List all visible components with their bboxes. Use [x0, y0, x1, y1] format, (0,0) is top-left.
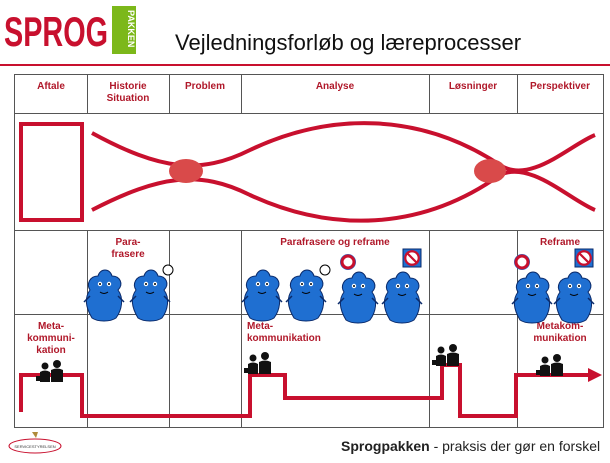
column-header-losninger: Løsninger [448, 81, 498, 92]
no-sign-icon [514, 254, 530, 270]
column-header-perspektiver: Perspektiver [529, 81, 591, 92]
people-pair-icon [432, 344, 459, 366]
figure-icon [129, 269, 171, 322]
row3-label-metakommunikation-2: Meta- kommunikation [247, 321, 321, 344]
figure-icon [553, 271, 595, 324]
no-sign-icon [340, 254, 356, 270]
arrow-head-icon [588, 368, 602, 382]
column-header-problem: Problem [184, 81, 225, 92]
row2-label-parafrasere: Para- frasere [111, 237, 145, 260]
footer-tagline: Sprogpakken - praksis der gør en forskel [341, 438, 600, 454]
column-header-analyse: Analyse [315, 81, 355, 92]
process-path [19, 363, 590, 418]
logo-brand-text: SPROG [4, 8, 108, 55]
process-table: Aftale Historie Situation Problem Analys… [14, 74, 604, 428]
aftale-box [19, 122, 84, 222]
people-pair-icon [244, 352, 271, 374]
row2-label-parafrasere-og-reframe: Parafrasere og reframe [280, 237, 390, 248]
logo-tag-text: PAKKEN [126, 10, 136, 47]
column-header-historie-situation: Historie Situation [106, 81, 150, 104]
servicestyrelsen-logo: SERVICESTYRELSEN [6, 428, 66, 458]
figure-icon [337, 271, 379, 324]
figure-icon [511, 271, 553, 324]
figure-icon [381, 271, 423, 324]
lower-curve [91, 169, 596, 223]
intersection-node-1 [169, 159, 203, 183]
footer-brand: Sprogpakken [341, 438, 430, 454]
row3-label-metakommunikation-1: Meta- kommuni- kation [27, 321, 75, 356]
agency-label: SERVICESTYRELSEN [14, 444, 55, 449]
no-sign-icon [574, 248, 594, 268]
speech-sign-icon [162, 264, 174, 276]
no-sign-icon [402, 248, 422, 268]
sprogpakken-logo: SPROG PAKKEN [2, 2, 140, 58]
upper-curve [91, 121, 596, 173]
people-pair-icon [36, 360, 63, 382]
figure-icon [241, 269, 283, 322]
page-title: Vejledningsforløb og læreprocesser [175, 30, 522, 55]
intersection-node-2 [474, 159, 506, 183]
row3-label-metakommunikation-3: Metakom- munikation [533, 321, 587, 344]
people-pair-icon [536, 354, 563, 376]
figure-icon [83, 269, 125, 322]
speech-sign-icon [319, 264, 331, 276]
figure-icon [285, 269, 327, 322]
column-header-aftale: Aftale [37, 81, 65, 92]
title-underline [0, 64, 610, 66]
footer-tagline-text: - praksis der gør en forskel [429, 438, 601, 454]
row2-label-reframe: Reframe [539, 237, 581, 248]
